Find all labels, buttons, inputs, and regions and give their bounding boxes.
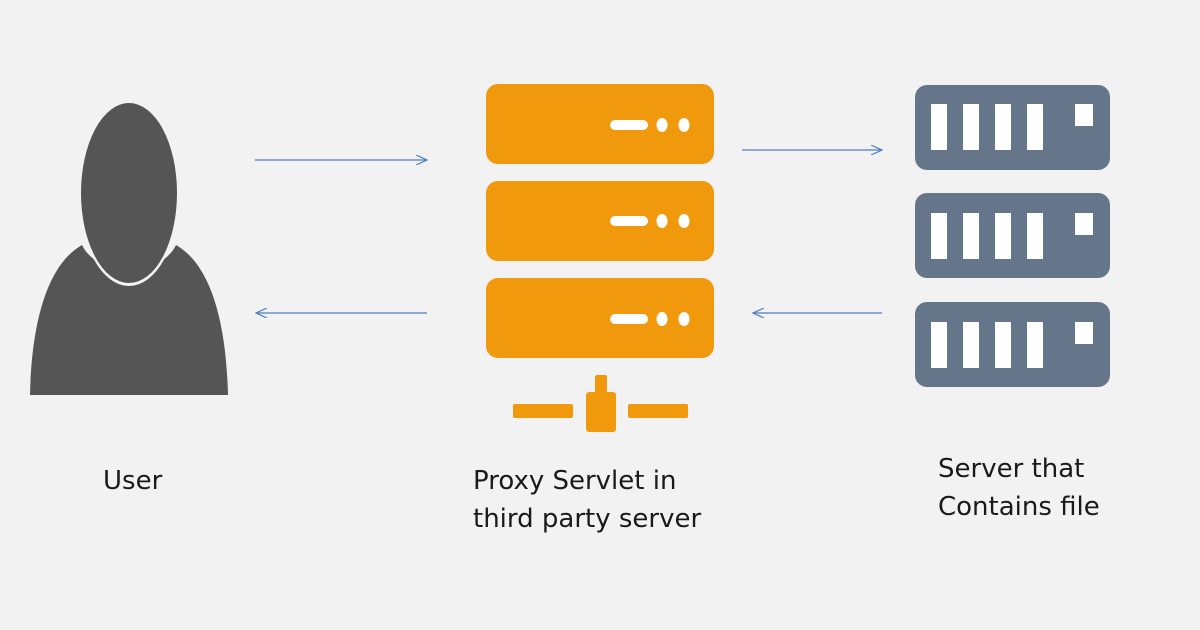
network-connector-icon: [513, 375, 688, 432]
user-label-text: User: [103, 466, 163, 496]
proxy-label-line-2: third party server: [473, 504, 702, 534]
user-label: User: [103, 462, 162, 500]
server-stack-network-icon: [486, 84, 714, 432]
proxy-server-unit: [486, 278, 714, 358]
proxy-label-line-1: Proxy Servlet in: [473, 466, 677, 496]
target-server-unit: [915, 193, 1110, 278]
proxy-server-unit: [486, 84, 714, 164]
target-server-label-line-1: Server that: [938, 454, 1085, 484]
user-silhouette-icon: [30, 102, 228, 395]
target-server-unit: [915, 302, 1110, 387]
server-stack-icon: [915, 85, 1110, 387]
proxy-server-unit: [486, 181, 714, 261]
target-server-unit: [915, 85, 1110, 170]
target-server-label-line-2: Contains file: [938, 492, 1100, 522]
proxy-label: Proxy Servlet in third party server: [473, 462, 701, 538]
target-server-label: Server that Contains file: [938, 450, 1100, 526]
